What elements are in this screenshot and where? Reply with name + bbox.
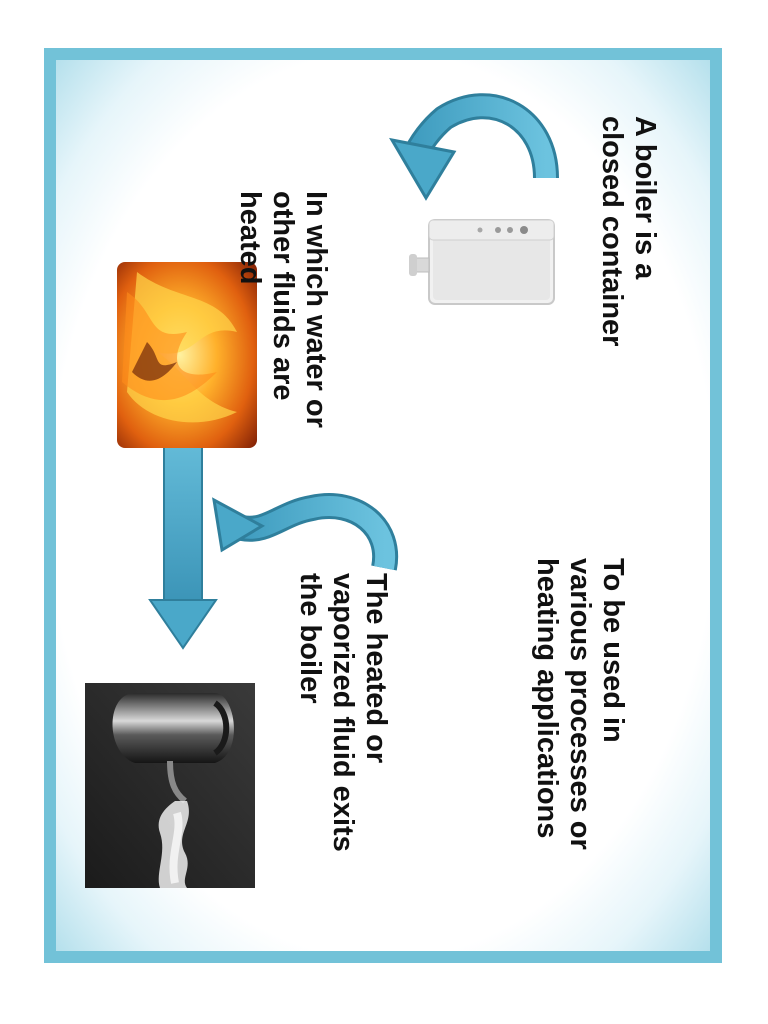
step-2-text: In which water or other fluids are heate… (234, 191, 332, 428)
fire-image (117, 262, 257, 448)
curved-arrow-exit-to-use (212, 493, 399, 571)
arrow-layer (148, 93, 559, 650)
kettle-image (85, 683, 255, 888)
step-3-text: To be used in various processes or heati… (531, 558, 629, 850)
step-4-text: The heated or vaporized fluid exits the … (294, 573, 392, 852)
slide-content: A boiler is a closed container In which … (44, 48, 722, 963)
arrow-fire-to-kettle (148, 409, 218, 650)
step-1-text: A boiler is a closed container (596, 116, 661, 347)
boiler-image (407, 210, 572, 340)
curved-arrow-boiler-to-fluids (389, 93, 559, 201)
